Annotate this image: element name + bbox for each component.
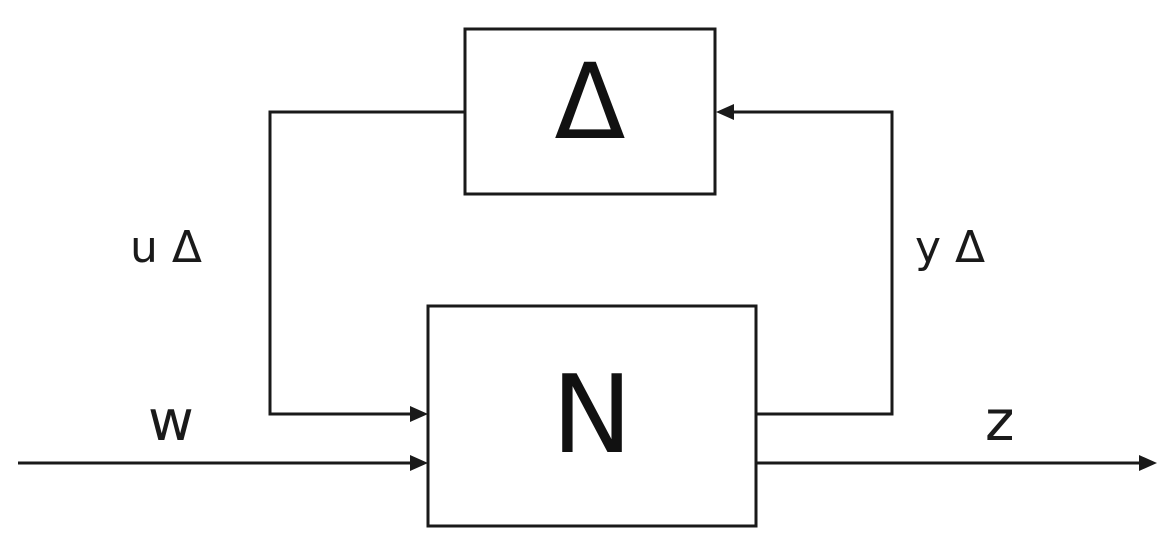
z-label: z — [985, 389, 1014, 454]
u-delta-wire — [268, 110, 465, 416]
w-arrowhead — [410, 455, 428, 471]
z-arrowhead — [1139, 455, 1157, 471]
n-block-label: N — [552, 353, 633, 478]
delta-block-label: Δ — [554, 41, 625, 163]
u-delta-label: u Δ — [130, 222, 202, 273]
y-delta-arrowhead — [716, 104, 734, 120]
y-delta-label: y Δ — [915, 222, 985, 273]
u-delta-arrowhead — [410, 406, 428, 422]
n-block — [426, 304, 758, 528]
w-label: w — [148, 389, 194, 454]
y-delta-wire — [732, 110, 894, 416]
delta-block — [463, 27, 717, 196]
